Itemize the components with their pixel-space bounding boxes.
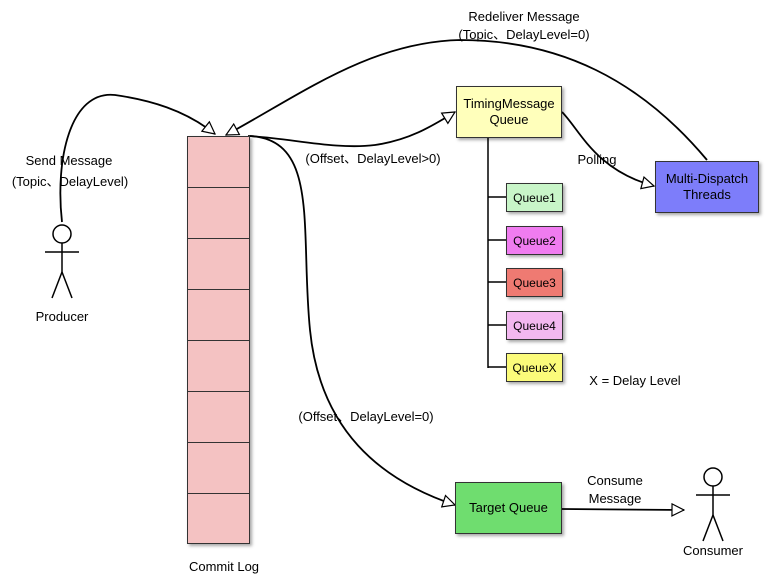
send-message-label: Send Message: [25, 153, 113, 168]
consumer-label: Consumer: [683, 543, 743, 558]
delay-level-note: X = Delay Level: [589, 373, 681, 388]
target-queue-arrow: [249, 135, 455, 505]
commit-log-cell: [188, 290, 249, 341]
queue-2-label: Queue2: [513, 233, 556, 248]
queue-3-box: Queue3: [506, 268, 563, 297]
timing-queue-label-line2: Queue: [489, 112, 529, 127]
queue-2-box: Queue2: [506, 226, 563, 255]
redeliver-message-label: Redeliver Message: [468, 9, 580, 24]
producer-actor-icon: [45, 224, 79, 299]
commit-log: [187, 136, 250, 544]
target-queue-label: Target Queue: [469, 500, 548, 515]
timing-queue-label-line1: TimingMessage: [463, 96, 555, 111]
commit-log-cell: [188, 494, 249, 545]
polling-arrow: [561, 111, 654, 186]
queue-1-box: Queue1: [506, 183, 563, 212]
offset-zero-label: (Offset、DelayLevel=0): [298, 409, 434, 424]
polling-label: Polling: [577, 152, 617, 167]
commit-log-cell: [188, 188, 249, 239]
delay-dispatch-arrow: [247, 111, 455, 148]
commit-log-cell: [188, 341, 249, 392]
consume-arrow: [561, 509, 684, 510]
queue-x-box: QueueX: [506, 353, 563, 382]
queue-tree: [487, 138, 506, 368]
send-args-label: (Topic、DelayLevel): [11, 174, 129, 189]
producer-label: Producer: [35, 309, 89, 324]
commit-log-cell: [188, 137, 249, 188]
queue-4-box: Queue4: [506, 311, 563, 340]
redeliver-arrow: [226, 39, 708, 161]
queue-4-label: Queue4: [513, 318, 556, 333]
multi-dispatch-threads-box: Multi-Dispatch Threads: [655, 161, 759, 213]
commit-log-cell: [188, 392, 249, 443]
dispatch-label-line1: Multi-Dispatch: [665, 171, 749, 186]
consume-label: Consume: [587, 473, 643, 488]
queue-3-label: Queue3: [513, 275, 556, 290]
target-queue-box: Target Queue: [455, 482, 562, 534]
queue-x-label: QueueX: [512, 360, 557, 375]
consumer-actor-icon: [696, 467, 730, 542]
offset-delay-label: (Offset、DelayLevel>0): [305, 151, 441, 166]
timing-message-queue-box: TimingMessage Queue: [456, 86, 562, 138]
send-message-arrow: [59, 94, 215, 223]
dispatch-label-line2: Threads: [683, 187, 731, 202]
commit-log-cell: [188, 239, 249, 290]
redeliver-args-label: (Topic、DelayLevel=0): [458, 27, 590, 42]
commit-log-label: Commit Log: [188, 559, 260, 574]
queue-1-label: Queue1: [513, 190, 556, 205]
commit-log-cell: [188, 443, 249, 494]
consume-message-label: Message: [588, 491, 642, 506]
